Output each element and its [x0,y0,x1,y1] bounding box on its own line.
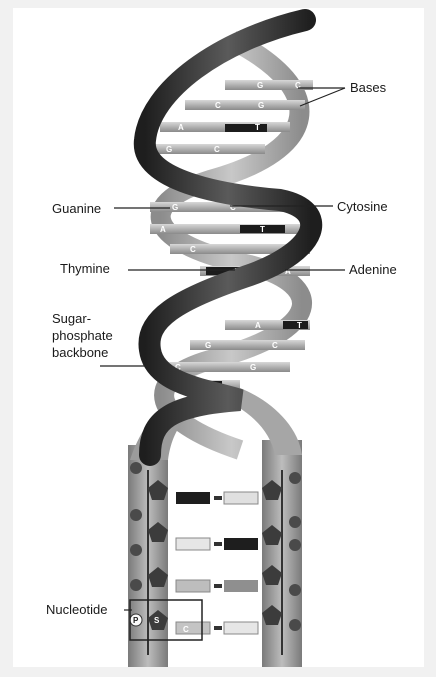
base-letter: A [160,225,166,234]
base-rect [176,492,210,504]
sugar-phosphate-label-line2: phosphate [52,328,113,343]
nucleotide-label: Nucleotide [46,602,107,617]
base-pair-bar [185,100,305,110]
phosphate-circle [130,462,142,474]
base-rect [224,622,258,634]
base-letter: G [258,101,264,110]
phosphate-circle [289,619,301,631]
phosphate-circle [289,539,301,551]
base-letter: G [166,145,172,154]
base-letter: C [183,625,189,634]
base-rect [224,580,258,592]
adenine-label: Adenine [349,262,397,277]
base-letter: G [172,203,178,212]
phosphate-circle [130,544,142,556]
unwound-base-pairs [176,492,258,634]
base-letter: G [257,81,263,90]
phosphate-circle [289,472,301,484]
base-rect [214,626,222,630]
base-rect [224,538,258,550]
phosphate-circle [130,579,142,591]
base-pair-bar [225,124,267,132]
base-letter: C [295,81,301,90]
base-rect [214,584,222,588]
sugar-phosphate-label-line1: Sugar- [52,311,91,326]
base-rect [224,492,258,504]
base-letter: C [214,145,220,154]
bases-label: Bases [350,80,387,95]
sugar-phosphate-label-line3: backbone [52,345,108,360]
base-rect [176,580,210,592]
base-letter: G [250,363,256,372]
sugar-letter: S [154,616,160,625]
phosphate-letter: P [133,616,139,625]
base-rect [214,496,222,500]
base-rect [214,542,222,546]
base-letter: T [297,321,302,330]
thymine-label: Thymine [60,261,110,276]
base-pair-bar [145,144,265,154]
cytosine-label: Cytosine [337,199,388,214]
base-letter: C [190,245,196,254]
base-rect [176,538,210,550]
phosphate-circle [289,584,301,596]
base-letter: C [272,341,278,350]
base-letter: A [255,321,261,330]
phosphate-circle [289,516,301,528]
base-letter: T [260,225,265,234]
base-letter: A [178,123,184,132]
base-letter: T [255,123,260,132]
base-rect [176,622,210,634]
base-letter: C [215,101,221,110]
base-letter: G [205,341,211,350]
guanine-label: Guanine [52,201,101,216]
phosphate-circle [130,509,142,521]
base-pair-bar [283,321,308,329]
